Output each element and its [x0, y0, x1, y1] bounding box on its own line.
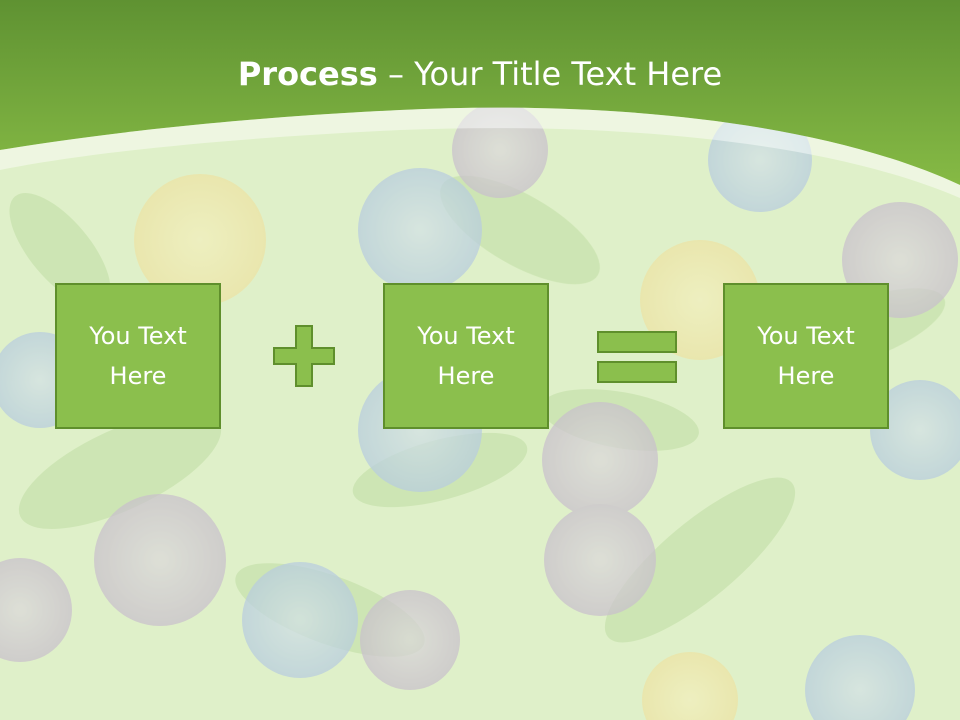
equals-icon [597, 331, 677, 383]
plus-icon [273, 325, 335, 387]
process-box-label: You Text Here [89, 322, 187, 390]
process-box-3[interactable]: You Text Here [723, 283, 889, 429]
title-rest: – Your Title Text Here [377, 55, 723, 93]
process-box-label: You Text Here [757, 322, 855, 390]
process-box-label: You Text Here [417, 322, 515, 390]
slide-title: Process – Your Title Text Here [0, 52, 960, 96]
title-bold: Process [237, 55, 378, 93]
header-banner [0, 0, 960, 198]
process-box-2[interactable]: You Text Here [383, 283, 549, 429]
process-box-1[interactable]: You Text Here [55, 283, 221, 429]
